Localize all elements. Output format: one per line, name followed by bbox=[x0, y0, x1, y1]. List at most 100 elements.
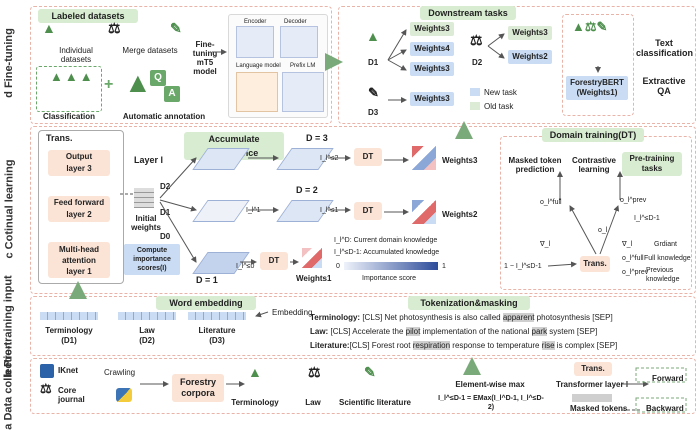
weights2-label: Weights2 bbox=[442, 210, 478, 219]
extractive-qa-label: Extractive QA bbox=[642, 76, 686, 96]
forestrybert-label: ForestryBERT (Weights1) bbox=[566, 76, 628, 100]
d2-scales-icon: ⚖ bbox=[470, 32, 483, 48]
a-badge: A bbox=[164, 86, 180, 102]
initial-weights-grid bbox=[134, 188, 154, 208]
d1-tree-icon: ▲ bbox=[366, 28, 380, 44]
masked-tokens-label: Masked tokens bbox=[570, 404, 628, 413]
ds-weights2: Weights2 bbox=[508, 50, 552, 64]
classification-label: Classification bbox=[42, 112, 95, 121]
i-dm1-label: I_l^≤D-1 bbox=[634, 215, 660, 222]
iknet-label: IKnet bbox=[58, 366, 78, 375]
decoder-block bbox=[280, 26, 318, 58]
law-sentence: Law: [CLS] Accelerate the pilot implemen… bbox=[310, 327, 598, 336]
lit-sentence: Literature:[CLS] Forest root respiration… bbox=[310, 341, 618, 350]
legend-max: 1 bbox=[442, 263, 446, 270]
heatmap-3 bbox=[412, 146, 436, 170]
merge-label: Merge datasets bbox=[122, 46, 178, 55]
dlabel-d0: D0 bbox=[160, 232, 171, 241]
ds-weights3-d: Weights3 bbox=[410, 92, 454, 106]
python-icon bbox=[116, 388, 132, 402]
dlabel-d1: D1 bbox=[160, 208, 171, 217]
i-0-label: I_l^≤0 bbox=[236, 263, 255, 270]
individual-label: Individual datasets bbox=[59, 46, 93, 64]
terminology-tree-icon: ▲ bbox=[248, 364, 262, 380]
decoder-label: Decoder bbox=[284, 19, 307, 25]
tokenization-header: Tokenization&masking bbox=[408, 296, 530, 310]
qa-tree-icon: ▲ bbox=[124, 67, 152, 98]
output-label: Output bbox=[65, 152, 93, 161]
dt-header: Domain training(DT) bbox=[542, 128, 644, 142]
layer3-label: layer 3 bbox=[66, 164, 92, 173]
trees-icon: ▲▲▲ bbox=[50, 69, 95, 84]
d3-label: D3 bbox=[368, 108, 379, 117]
new-task-label: New task bbox=[484, 88, 517, 97]
dc-literature-label: Scientific literature bbox=[338, 398, 412, 407]
full-knowledge-sym: o_l^full bbox=[622, 255, 644, 262]
dc-terminology-label: Terminology bbox=[231, 398, 279, 407]
full-knowledge-label: Full knowledge bbox=[644, 255, 691, 262]
weights1-label: Weights1 bbox=[296, 274, 332, 283]
layer1-label: layer 1 bbox=[66, 267, 92, 276]
one-minus-label: 1 − I_l^≤D-1 bbox=[504, 263, 542, 270]
term-sentence: Terminology: [CLS] Net photosynthesis is… bbox=[310, 313, 613, 322]
tree-icon: ▲ bbox=[42, 20, 56, 36]
heatmap-1 bbox=[302, 248, 322, 268]
ds-weights3-b: Weights3 bbox=[410, 62, 454, 76]
d1-marker: D = 1 bbox=[196, 275, 218, 285]
grad-label: ∇_l bbox=[540, 241, 551, 248]
finetuning-model-label: Fine-tuning mT5 model bbox=[192, 40, 218, 76]
mha-label: Multi-head attention bbox=[59, 245, 99, 265]
dt-box-1: DT bbox=[260, 252, 288, 270]
core-journal-label: Core journal bbox=[58, 386, 85, 404]
initial-weights-label: Initial weights bbox=[131, 214, 161, 232]
d1-label: D1 bbox=[368, 58, 379, 67]
pt-law-d: (D2) bbox=[139, 336, 155, 345]
continual-panel bbox=[30, 126, 696, 294]
lm-block bbox=[236, 72, 278, 112]
pt-terminology-d: (D1) bbox=[61, 336, 77, 345]
ds-weights3-a: Weights3 bbox=[410, 22, 454, 36]
forward-legend-box bbox=[635, 367, 687, 383]
embed-literature bbox=[188, 312, 246, 320]
mha-layer: Multi-head attention layer 1 bbox=[48, 242, 110, 278]
labeled-datasets-header: Labeled datasets bbox=[38, 9, 138, 23]
o-l-label: o_l bbox=[598, 227, 608, 234]
contrastive-label: Contrastive learning bbox=[571, 156, 616, 174]
new-task-swatch bbox=[470, 88, 480, 96]
word-embedding-header: Word embedding bbox=[156, 296, 256, 310]
old-task-swatch bbox=[470, 102, 480, 110]
literature-doc-icon: ✎ bbox=[364, 364, 376, 380]
o-prev-label: o_l^prev bbox=[620, 197, 647, 204]
plus-icon: + bbox=[104, 76, 114, 93]
compute-importance-label: Compute importance scores(I) bbox=[124, 244, 180, 275]
element-wise-max-label: Element-wise max bbox=[455, 380, 525, 389]
dlabel-d2: D2 bbox=[160, 182, 171, 191]
crawling-label: Crawling bbox=[104, 368, 136, 377]
emax-formula: I_l^≤D-1 = EMax(I_l^D-1, I_l^≤D-2) bbox=[438, 395, 544, 411]
pt-law: Law bbox=[139, 326, 155, 335]
collection-panel bbox=[30, 358, 696, 414]
prev-knowledge-sym: o_l^prev bbox=[622, 269, 649, 276]
law-scales-icon: ⚖ bbox=[308, 364, 321, 380]
embed-terminology bbox=[40, 312, 98, 320]
prefix-lm-label: Prefix LM bbox=[290, 63, 316, 69]
pt-literature-d: (D3) bbox=[209, 336, 225, 345]
legend-current: I_l^D: Current domain knowledge bbox=[334, 237, 438, 244]
dt-box-2: DT bbox=[354, 202, 382, 220]
pt-literature: Literature bbox=[198, 326, 236, 335]
dc-law-label: Law bbox=[305, 398, 321, 407]
text-classification-label: Text classification bbox=[636, 38, 694, 58]
pretrain-panel bbox=[30, 296, 696, 356]
encoder-label: Encoder bbox=[244, 19, 267, 25]
masked-token-label: Masked token prediction bbox=[508, 156, 562, 174]
language-model-label: Language model bbox=[236, 63, 281, 69]
dt-box-3: DT bbox=[354, 148, 382, 166]
iknet-icon bbox=[40, 364, 54, 378]
auto-annotation-label: Automatic annotation bbox=[122, 112, 206, 121]
backward-legend-box bbox=[635, 397, 687, 413]
q-badge: Q bbox=[150, 70, 166, 86]
d2-marker: D = 2 bbox=[296, 185, 318, 195]
d3-marker: D = 3 bbox=[306, 133, 328, 143]
heatmap-2 bbox=[412, 200, 436, 224]
